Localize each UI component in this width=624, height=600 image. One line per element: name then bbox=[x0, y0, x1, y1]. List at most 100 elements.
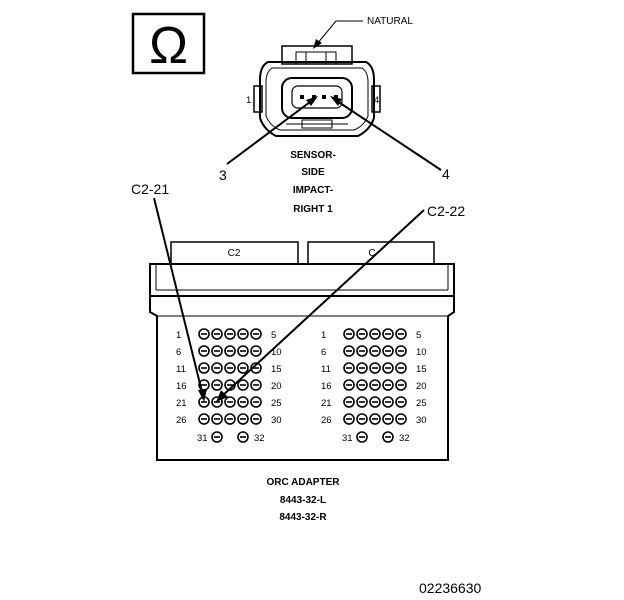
socket-left-9 bbox=[237, 345, 249, 357]
socket-left-26 bbox=[198, 413, 210, 425]
socket-right-8 bbox=[369, 345, 381, 357]
socket-right-17 bbox=[356, 379, 368, 391]
socket-left-12 bbox=[211, 362, 223, 374]
adapter-pin-sockets bbox=[198, 328, 407, 443]
terminal-2 bbox=[312, 95, 316, 99]
bank-left-row-4-start: 16 bbox=[176, 381, 187, 392]
socket-left-27 bbox=[211, 413, 223, 425]
ohmmeter-symbol: Ω bbox=[131, 12, 206, 75]
socket-left-29 bbox=[237, 413, 249, 425]
socket-left-30 bbox=[250, 413, 262, 425]
bank-right-row-4-end: 20 bbox=[416, 381, 427, 392]
adapter-part-number-left: 8443-32-L bbox=[280, 495, 326, 506]
socket-left-32 bbox=[237, 431, 249, 443]
adapter-part-number-right: 8443-32-R bbox=[279, 512, 327, 523]
socket-right-3 bbox=[369, 328, 381, 340]
callout-4-label: 4 bbox=[442, 166, 450, 182]
sensor-title-line-1: SENSOR- bbox=[290, 150, 336, 161]
terminal-1 bbox=[300, 95, 304, 99]
bank-left-row-2-end: 10 bbox=[271, 347, 282, 358]
socket-right-15 bbox=[395, 362, 407, 374]
socket-left-14 bbox=[237, 362, 249, 374]
ohm-symbol-icon: Ω bbox=[149, 17, 188, 75]
bank-right-row-1-end: 5 bbox=[416, 330, 421, 341]
bank-right-row-3-end: 15 bbox=[416, 364, 427, 375]
socket-left-25 bbox=[250, 396, 262, 408]
bank-right-row-3-start: 11 bbox=[321, 364, 331, 375]
socket-right-25 bbox=[395, 396, 407, 408]
sensor-title-line-2: SIDE bbox=[301, 167, 325, 178]
socket-right-1 bbox=[343, 328, 355, 340]
callout-3-label: 3 bbox=[219, 167, 227, 183]
socket-left-11 bbox=[198, 362, 210, 374]
bank-right-bottom-end: 32 bbox=[399, 433, 410, 444]
bank-right-row-5-end: 25 bbox=[416, 398, 427, 409]
socket-right-2 bbox=[356, 328, 368, 340]
socket-right-18 bbox=[369, 379, 381, 391]
socket-left-1 bbox=[198, 328, 210, 340]
bank-left-bottom-end: 32 bbox=[254, 433, 265, 444]
socket-left-31 bbox=[211, 431, 223, 443]
socket-right-26 bbox=[343, 413, 355, 425]
socket-right-30 bbox=[395, 413, 407, 425]
socket-left-2 bbox=[211, 328, 223, 340]
socket-left-6 bbox=[198, 345, 210, 357]
sensor-title-line-4: RIGHT 1 bbox=[293, 204, 333, 215]
socket-left-3 bbox=[224, 328, 236, 340]
socket-right-29 bbox=[382, 413, 394, 425]
bank-left-row-1-start: 1 bbox=[176, 330, 181, 341]
socket-right-7 bbox=[356, 345, 368, 357]
terminal-3 bbox=[322, 95, 326, 99]
callout-c2-22-label: C2-22 bbox=[427, 203, 465, 219]
bank-right-row-1-start: 1 bbox=[321, 330, 326, 341]
adapter-tab-right-label: C bbox=[368, 248, 375, 259]
pin-4-label: 4 bbox=[374, 95, 379, 106]
socket-right-20 bbox=[395, 379, 407, 391]
adapter-title: ORC ADAPTER bbox=[267, 477, 341, 488]
pin-callouts: C2-21 C2-22 bbox=[131, 181, 465, 402]
bank-right-bottom-start: 31 bbox=[342, 433, 353, 444]
bank-right-row-5-start: 21 bbox=[321, 398, 332, 409]
bank-left-row-1-end: 5 bbox=[271, 330, 276, 341]
socket-right-13 bbox=[369, 362, 381, 374]
socket-left-17 bbox=[211, 379, 223, 391]
socket-right-23 bbox=[369, 396, 381, 408]
socket-left-7 bbox=[211, 345, 223, 357]
socket-right-19 bbox=[382, 379, 394, 391]
socket-right-5 bbox=[395, 328, 407, 340]
socket-left-24 bbox=[237, 396, 249, 408]
bank-right-row-4-start: 16 bbox=[321, 381, 332, 392]
socket-right-4 bbox=[382, 328, 394, 340]
socket-right-9 bbox=[382, 345, 394, 357]
socket-right-16 bbox=[343, 379, 355, 391]
bank-left-row-3-start: 11 bbox=[176, 364, 186, 375]
socket-right-24 bbox=[382, 396, 394, 408]
socket-right-12 bbox=[356, 362, 368, 374]
socket-left-10 bbox=[250, 345, 262, 357]
bank-left-row-6-end: 30 bbox=[271, 415, 282, 426]
bank-right-row-2-start: 6 bbox=[321, 347, 326, 358]
terminal-4 bbox=[334, 95, 338, 99]
callout-c2-21-label: C2-21 bbox=[131, 181, 169, 197]
socket-right-14 bbox=[382, 362, 394, 374]
socket-left-4 bbox=[237, 328, 249, 340]
pin-bank-left: 1 6 11 16 21 26 5 10 15 20 25 30 31 32 bbox=[176, 330, 282, 444]
socket-left-28 bbox=[224, 413, 236, 425]
socket-left-5 bbox=[250, 328, 262, 340]
bank-left-row-3-end: 15 bbox=[271, 364, 282, 375]
socket-right-28 bbox=[369, 413, 381, 425]
socket-left-13 bbox=[224, 362, 236, 374]
socket-left-20 bbox=[250, 379, 262, 391]
sensor-connector: NATURAL 1 4 3 4 SENSOR- bbox=[219, 16, 450, 215]
figure-id: 02236630 bbox=[419, 580, 482, 596]
bank-left-bottom-start: 31 bbox=[197, 433, 208, 444]
bank-left-row-2-start: 6 bbox=[176, 347, 181, 358]
bank-left-row-4-end: 20 bbox=[271, 381, 282, 392]
bank-left-row-5-start: 21 bbox=[176, 398, 187, 409]
natural-label: NATURAL bbox=[367, 16, 413, 27]
sensor-title-line-3: IMPACT- bbox=[293, 185, 333, 196]
socket-left-23 bbox=[224, 396, 236, 408]
socket-left-19 bbox=[237, 379, 249, 391]
socket-right-22 bbox=[356, 396, 368, 408]
